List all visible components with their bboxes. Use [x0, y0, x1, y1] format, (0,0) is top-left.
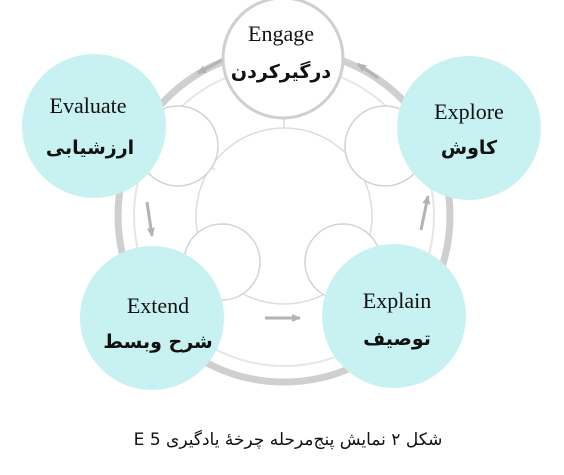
node-extend-persian: شرح وبسط	[103, 331, 212, 353]
node-explore-english: Explore	[434, 99, 504, 124]
node-engage-english: Engage	[248, 21, 314, 46]
node-evaluate-circle	[22, 54, 166, 198]
node-engage: Engage درگیرکردن	[221, 0, 345, 120]
node-extend-circle	[80, 246, 224, 390]
node-explore-circle	[397, 56, 541, 200]
node-engage-circle	[221, 0, 345, 120]
cycle-arrows	[145, 58, 431, 322]
node-extend: Extend شرح وبسط	[80, 246, 224, 390]
node-evaluate-english: Evaluate	[50, 93, 127, 118]
node-explain: Explain توصیف	[322, 244, 466, 388]
node-explain-english: Explain	[363, 288, 431, 313]
arrow-explore-to-engage	[357, 62, 379, 80]
node-extend-english: Extend	[127, 293, 189, 318]
figure-caption: شکل ۲ نمایش پنج‌مرحله چرخهٔ یادگیری 5 E	[134, 429, 443, 450]
arrow-explain-to-explore	[419, 195, 431, 231]
node-explore-persian: کاوش	[441, 137, 498, 159]
node-evaluate-persian: ارزشیابی	[46, 137, 134, 159]
node-evaluate: Evaluate ارزشیابی	[22, 54, 166, 198]
arrow-engage-to-evaluate	[197, 58, 223, 75]
node-explore: Explore کاوش	[397, 56, 541, 200]
node-explain-persian: توصیف	[363, 328, 431, 350]
node-explain-circle	[322, 244, 466, 388]
arrow-evaluate-to-extend	[145, 201, 155, 237]
node-engage-persian: درگیرکردن	[231, 60, 331, 83]
